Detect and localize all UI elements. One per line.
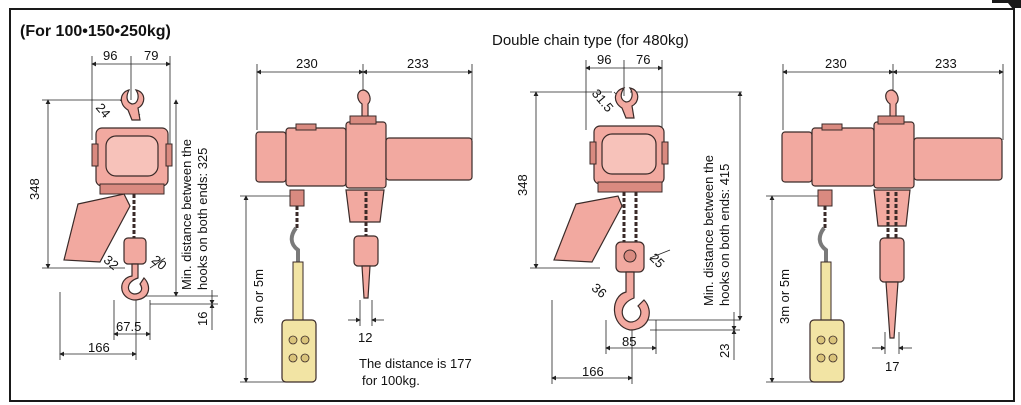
view1-offset-bottom: 16 — [195, 311, 210, 326]
view2-dimension-lines — [240, 64, 473, 383]
view4-pendant-length: 3m or 5m — [777, 269, 792, 324]
view3-hook-width: 85 — [622, 334, 637, 349]
view2-width-left: 230 — [296, 56, 318, 71]
view2-front-hoist — [240, 64, 473, 383]
drawing-frame — [9, 8, 1015, 402]
view3-offset-bottom: 23 — [717, 343, 732, 358]
view3-min-distance-line1: Min. distance between the — [701, 154, 716, 306]
view1-min-distance-line1: Min. distance between the — [179, 138, 194, 290]
view4-front-hoist-double — [766, 64, 1004, 383]
view2-note-line2: for 100kg. — [362, 373, 420, 388]
view3-side-hoist-double — [530, 60, 743, 384]
view1-width-left: 96 — [103, 48, 118, 63]
view2-pendant-length: 3m or 5m — [251, 269, 266, 324]
view1-height: 348 — [27, 178, 42, 200]
view1-dimension-lines — [42, 56, 218, 360]
view3-height: 348 — [515, 174, 530, 196]
view4-chain-dim: 17 — [885, 359, 900, 374]
view3-width-left: 96 — [597, 52, 612, 67]
view3-width-right: 76 — [636, 52, 651, 67]
view4-width-right: 233 — [935, 56, 957, 71]
view2-chain-dim: 12 — [358, 330, 373, 345]
view2-note-line1: The distance is 177 — [359, 356, 472, 371]
heading-small-models: (For 100•150•250kg) — [20, 23, 171, 40]
view1-width-right: 79 — [144, 48, 159, 63]
view1-base-width: 166 — [88, 340, 110, 355]
view1-side-hoist — [42, 56, 218, 360]
view1-hook-width: 67.5 — [116, 319, 142, 334]
view4-width-left: 230 — [825, 56, 847, 71]
view3-min-distance-line2: hooks on both ends: 415 — [717, 163, 732, 306]
view2-width-right: 233 — [407, 56, 429, 71]
view3-base-width: 166 — [582, 364, 604, 379]
heading-double-chain: Double chain type (for 480kg) — [492, 32, 689, 49]
view1-min-distance-line2: hooks on both ends: 325 — [195, 147, 210, 290]
